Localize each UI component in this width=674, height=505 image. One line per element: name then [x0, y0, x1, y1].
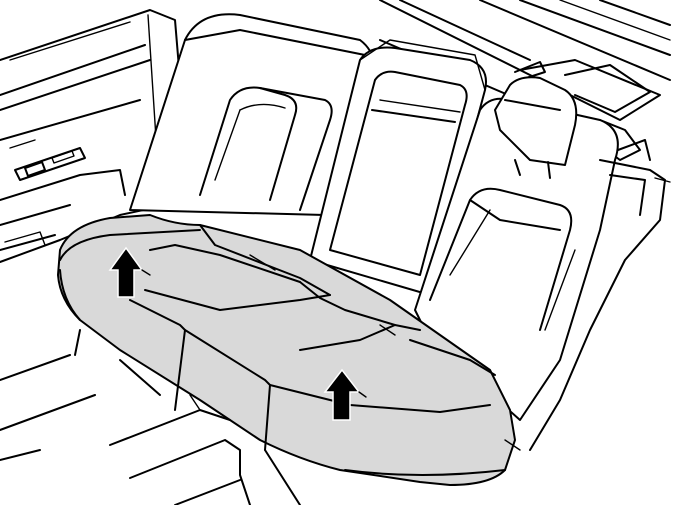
door-panel [0, 9, 191, 263]
headrest [494, 76, 578, 179]
up-arrow-icon [108, 246, 151, 298]
floor-lines [0, 329, 301, 505]
seat-back-left [129, 13, 375, 216]
seat-cushion [57, 214, 521, 486]
up-arrow-icon [323, 368, 367, 421]
seat-back-right [414, 76, 671, 451]
window-switch-icon [14, 147, 86, 181]
